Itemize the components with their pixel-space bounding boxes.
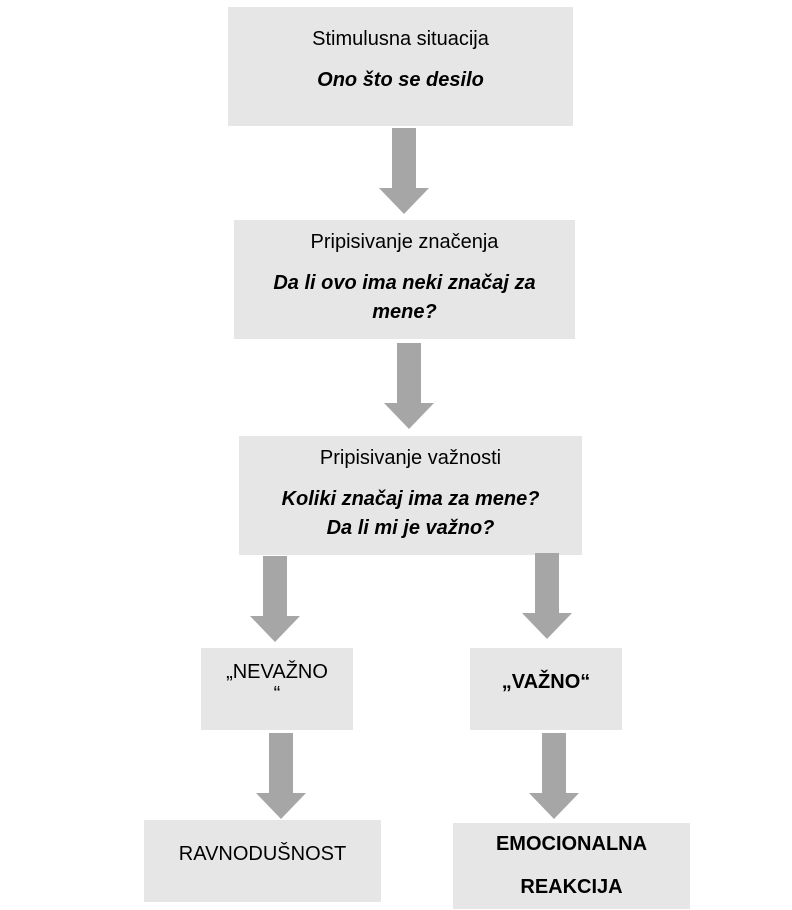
unimportant-box: „NEVAŽNO “ (201, 648, 353, 730)
importance-attribution-question-line2: Da li mi je važno? (326, 517, 495, 539)
arrow-down-icon (256, 733, 306, 819)
importance-attribution-question-line1: Koliki značaj ima za mene? (281, 488, 540, 510)
emotional-reaction-box: EMOCIONALNA REAKCIJA (453, 823, 690, 909)
importance-attribution-box: Pripisivanje važnosti Koliki značaj ima … (239, 436, 582, 555)
meaning-attribution-question-line1: Da li ovo ima neki značaj za (273, 272, 536, 294)
arrow-down-icon (250, 556, 300, 642)
emotional-reaction-label-line2: REAKCIJA (520, 876, 623, 898)
emotional-reaction-label-line1: EMOCIONALNA (495, 833, 648, 855)
arrow-down-icon (522, 553, 572, 639)
important-label: „VAŽNO“ (501, 671, 591, 693)
meaning-attribution-question-line2: mene? (372, 301, 437, 323)
arrow-down-icon (529, 733, 579, 819)
stimulus-situation-subtitle: Ono što se desilo (317, 69, 484, 91)
importance-attribution-title: Pripisivanje važnosti (319, 447, 502, 469)
arrow-down-icon (379, 128, 429, 214)
meaning-attribution-title: Pripisivanje značenja (310, 231, 499, 253)
meaning-attribution-box: Pripisivanje značenja Da li ovo ima neki… (234, 220, 575, 339)
unimportant-label-line1: „NEVAŽNO (226, 661, 328, 683)
indifference-box: RAVNODUŠNOST (144, 820, 381, 902)
stimulus-situation-box: Stimulusna situacija Ono što se desilo (228, 7, 573, 126)
unimportant-label-line2: “ (273, 683, 281, 705)
arrow-down-icon (384, 343, 434, 429)
stimulus-situation-title: Stimulusna situacija (312, 28, 489, 50)
indifference-label: RAVNODUŠNOST (178, 843, 347, 865)
important-box: „VAŽNO“ (470, 648, 622, 730)
